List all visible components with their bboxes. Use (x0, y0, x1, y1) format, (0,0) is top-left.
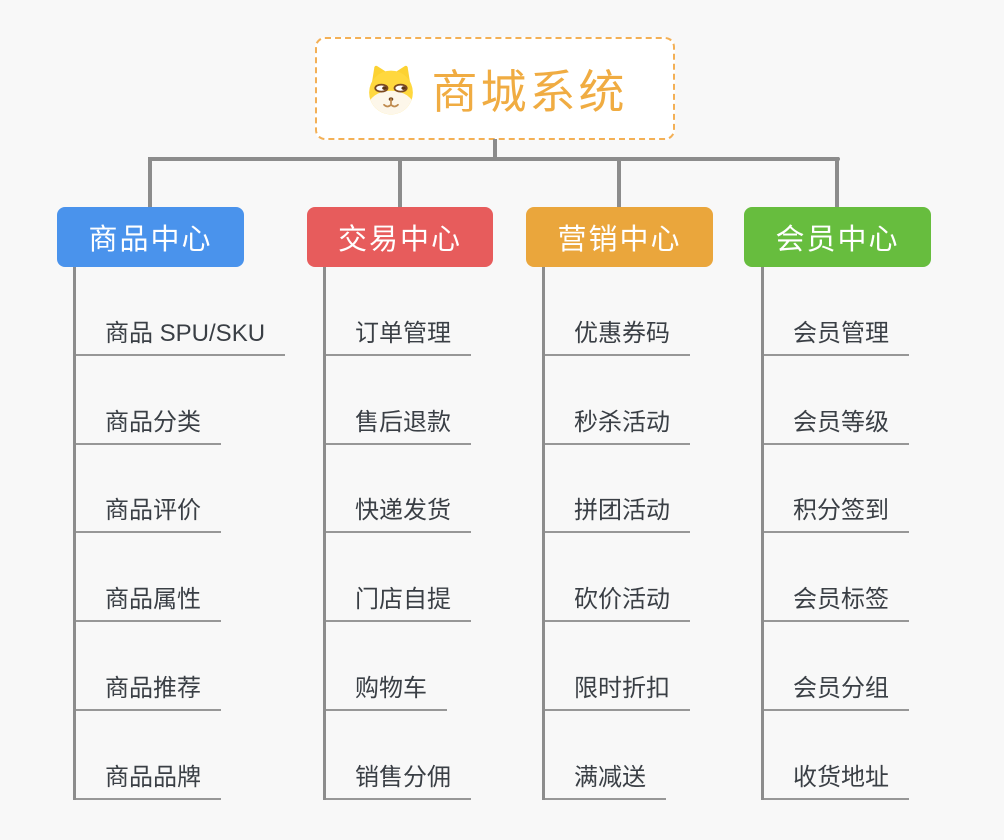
branch-node-marketing-center[interactable]: 营销中心 (526, 207, 713, 267)
leaf-node[interactable]: 收货地址 (761, 711, 909, 800)
leaf-node[interactable]: 积分签到 (761, 445, 909, 534)
doge-icon (363, 60, 419, 118)
leaf-node[interactable]: 限时折扣 (542, 622, 690, 712)
leaf-node[interactable]: 满减送 (542, 711, 666, 800)
leaf-node[interactable]: 购物车 (323, 622, 447, 712)
branch-node-member-center[interactable]: 会员中心 (744, 207, 931, 267)
connector-bus (148, 157, 840, 161)
leaf-node[interactable]: 商品 SPU/SKU (73, 267, 286, 356)
connector-drop-marketing (617, 157, 621, 207)
leaf-node[interactable]: 售后退款 (323, 356, 471, 445)
connector-drop-product (148, 157, 152, 207)
leaf-node[interactable]: 订单管理 (323, 267, 471, 356)
leaf-node[interactable]: 优惠券码 (542, 267, 690, 356)
leaf-node[interactable]: 门店自提 (323, 533, 471, 623)
connector-drop-trade (398, 157, 402, 207)
connector-stem (493, 139, 497, 159)
leaf-node[interactable]: 商品品牌 (73, 711, 221, 800)
branch-children-marketing: 优惠券码 秒杀活动 拼团活动 砍价活动 限时折扣 满减送 (542, 267, 690, 800)
leaf-node[interactable]: 销售分佣 (323, 711, 471, 800)
leaf-node[interactable]: 商品分类 (73, 356, 221, 445)
leaf-node[interactable]: 秒杀活动 (542, 356, 690, 445)
root-node[interactable]: 商城系统 (315, 37, 675, 140)
leaf-node[interactable]: 商品属性 (73, 533, 221, 623)
branch-children-product: 商品 SPU/SKU 商品分类 商品评价 商品属性 商品推荐 商品品牌 (73, 267, 286, 800)
leaf-node[interactable]: 商品推荐 (73, 622, 221, 712)
leaf-node[interactable]: 会员分组 (761, 622, 909, 712)
leaf-node[interactable]: 会员管理 (761, 267, 909, 356)
branch-children-trade: 订单管理 售后退款 快递发货 门店自提 购物车 销售分佣 (323, 267, 471, 800)
branch-node-product-center[interactable]: 商品中心 (57, 207, 244, 267)
branch-node-trade-center[interactable]: 交易中心 (307, 207, 493, 267)
leaf-node[interactable]: 拼团活动 (542, 445, 690, 534)
leaf-node[interactable]: 砍价活动 (542, 533, 690, 623)
branch-children-member: 会员管理 会员等级 积分签到 会员标签 会员分组 收货地址 (761, 267, 909, 800)
leaf-node[interactable]: 商品评价 (73, 445, 221, 534)
leaf-node[interactable]: 会员等级 (761, 356, 909, 445)
leaf-node[interactable]: 会员标签 (761, 533, 909, 623)
leaf-node[interactable]: 快递发货 (323, 445, 471, 534)
root-title: 商城系统 (431, 65, 628, 118)
connector-drop-member (835, 157, 839, 207)
